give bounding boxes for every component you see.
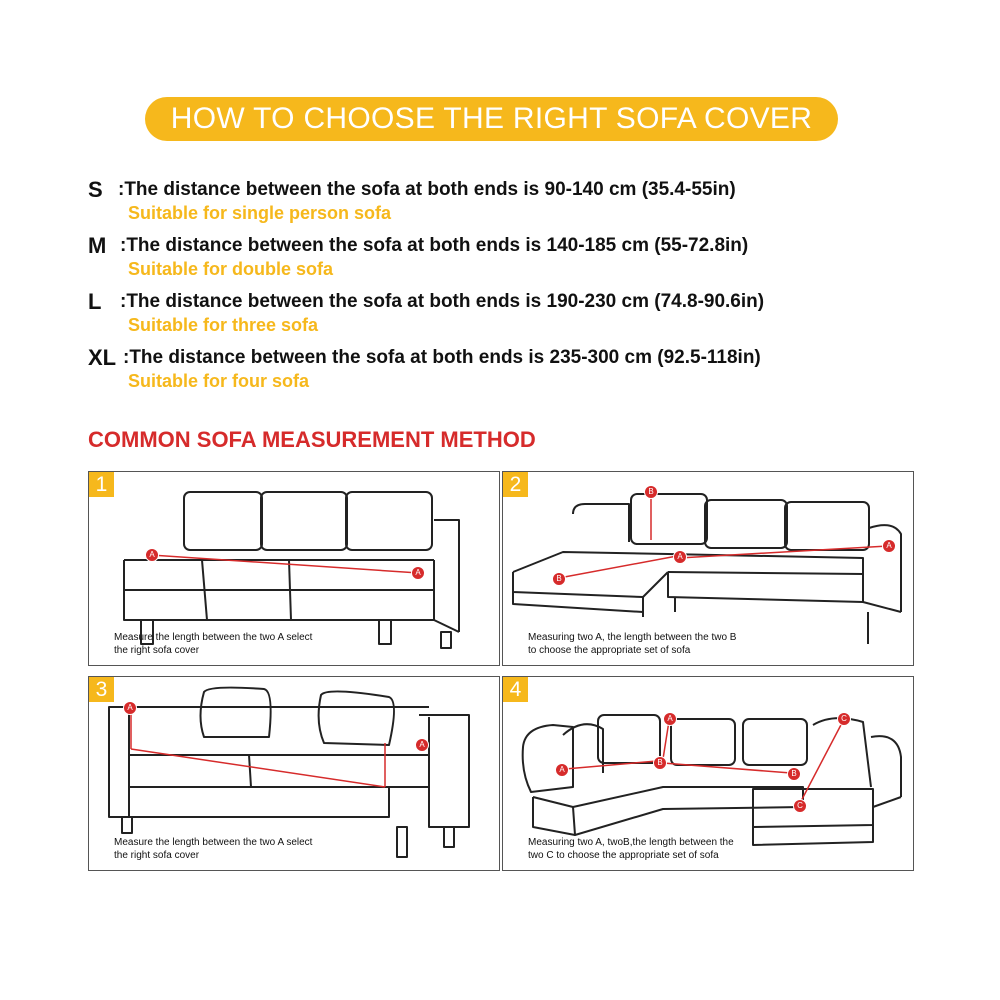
measurement-panel-4: A A B B C C 4 Measuring two A, twoB,the … xyxy=(502,676,914,871)
panel-number: 3 xyxy=(89,677,114,702)
marker-a-middle: A xyxy=(673,550,687,564)
size-description: :The distance between the sofa at both e… xyxy=(120,235,749,256)
size-code: L xyxy=(88,289,102,314)
caption-line-2: the right sofa cover xyxy=(114,645,200,656)
panel-number: 1 xyxy=(89,472,114,497)
size-row-xl: XL :The distance between the sofa at bot… xyxy=(88,345,848,401)
size-code: S xyxy=(88,177,103,202)
marker-a-left: A xyxy=(123,701,137,715)
method-title: COMMON SOFA MEASUREMENT METHOD xyxy=(88,427,536,452)
measurement-panel-1: A A 1 Measure the length between the two… xyxy=(88,471,500,666)
marker-a-left: A xyxy=(145,548,159,562)
size-description: :The distance between the sofa at both e… xyxy=(120,291,765,312)
caption-line-1: Measure the length between the two A sel… xyxy=(114,837,313,848)
marker-a-top: A xyxy=(663,712,677,726)
marker-a-right: A xyxy=(411,566,425,580)
marker-c-top: C xyxy=(837,712,851,726)
measurement-panel-3: A A 3 Measure the length between the two… xyxy=(88,676,500,871)
marker-b-top: B xyxy=(644,485,658,499)
marker-c-bottom: C xyxy=(793,799,807,813)
two-seat-sofa-illustration xyxy=(108,686,470,858)
size-code: M xyxy=(88,233,107,258)
size-row-s: S :The distance between the sofa at both… xyxy=(88,177,848,233)
caption-line-1: Measuring two A, twoB,the length between… xyxy=(528,837,734,848)
caption-line-2: two C to choose the appropriate set of s… xyxy=(528,850,719,861)
marker-b-right: B xyxy=(787,767,801,781)
size-suitable: Suitable for four sofa xyxy=(128,371,310,391)
title-banner: HOW TO CHOOSE THE RIGHT SOFA COVER xyxy=(145,97,838,141)
measurement-panel-2: B B A A 2 Measuring two A, the length be… xyxy=(502,471,914,666)
sectional-sofa-illustration xyxy=(512,493,902,644)
three-seat-sofa-illustration xyxy=(123,491,460,649)
size-row-l: L :The distance between the sofa at both… xyxy=(88,289,848,345)
size-code: XL xyxy=(88,345,117,370)
marker-a-right: A xyxy=(415,738,429,752)
panel-number: 4 xyxy=(503,677,528,702)
panel-number: 2 xyxy=(503,472,528,497)
marker-a-right: A xyxy=(882,539,896,553)
size-suitable: Suitable for single person sofa xyxy=(128,203,392,223)
size-suitable: Suitable for three sofa xyxy=(128,315,319,335)
size-description: :The distance between the sofa at both e… xyxy=(118,179,736,200)
size-row-m: M :The distance between the sofa at both… xyxy=(88,233,848,289)
marker-b-left: B xyxy=(653,756,667,770)
u-shaped-sofa-illustration xyxy=(521,714,902,846)
page-title: HOW TO CHOOSE THE RIGHT SOFA COVER xyxy=(170,102,813,135)
caption-line-2: the right sofa cover xyxy=(114,850,200,861)
caption-line-1: Measure the length between the two A sel… xyxy=(114,632,313,643)
caption-line-1: Measuring two A, the length between the … xyxy=(528,632,737,643)
size-description: :The distance between the sofa at both e… xyxy=(123,347,761,368)
marker-a-left: A xyxy=(555,763,569,777)
caption-line-2: to choose the appropriate set of sofa xyxy=(528,645,691,656)
size-suitable: Suitable for double sofa xyxy=(128,259,334,279)
marker-b-bottom: B xyxy=(552,572,566,586)
